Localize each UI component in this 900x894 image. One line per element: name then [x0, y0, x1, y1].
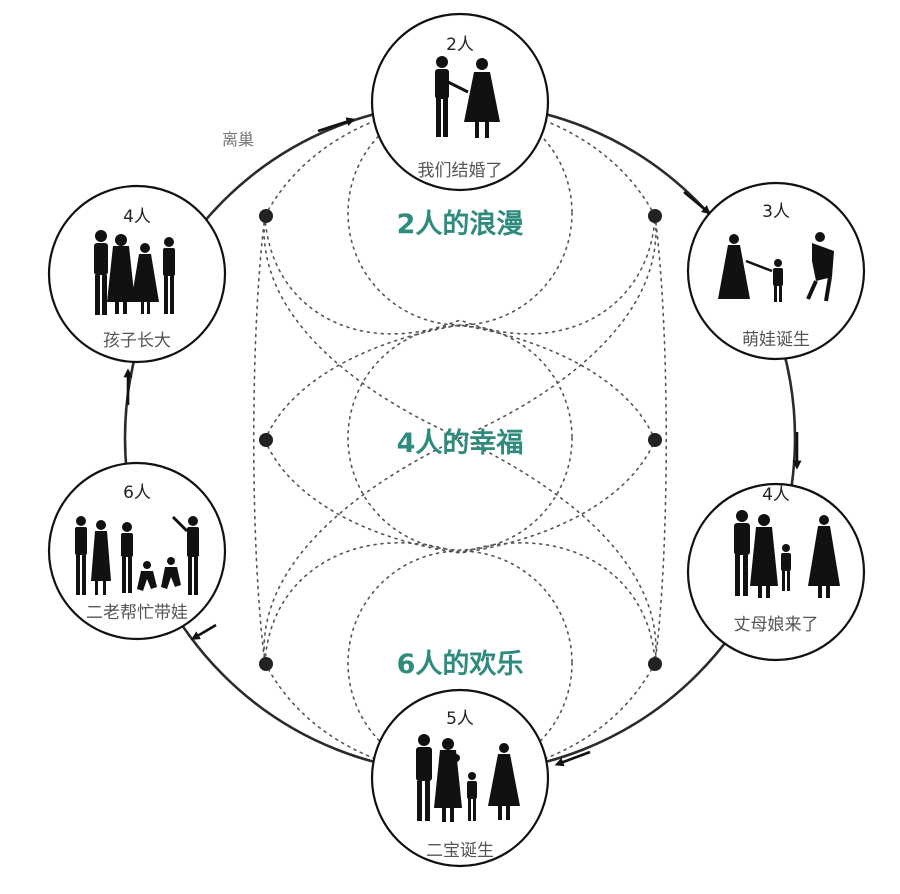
arrow-to-stage-2	[683, 191, 711, 215]
junction-dots	[259, 209, 662, 671]
couple-silhouette-icon	[435, 56, 500, 138]
junction-dot	[259, 657, 273, 671]
stage-count: 5人	[446, 709, 474, 729]
stage-caption: 二宝诞生	[426, 841, 494, 861]
center-label-middle: 4人的幸福	[397, 427, 524, 459]
stage-node-married: 2人 我们结婚了	[370, 12, 550, 192]
junction-dot	[648, 433, 662, 447]
center-label-top: 2人的浪漫	[397, 208, 524, 240]
family-with-mother-in-law-silhouette-icon	[734, 510, 840, 598]
stage-circle	[370, 12, 550, 192]
junction-dot	[259, 209, 273, 223]
stage-node-mother-in-law: 4人 丈母娘来了	[686, 482, 866, 662]
junction-dot	[648, 657, 662, 671]
cycle-arrows	[123, 117, 802, 767]
stage-circle	[47, 461, 227, 641]
family-of-five-silhouette-icon	[416, 734, 520, 822]
stage-node-baby-born: 3人 萌娃诞生	[686, 181, 866, 361]
stage-caption: 二老帮忙带娃	[86, 603, 188, 623]
stage-caption: 我们结婚了	[418, 161, 503, 181]
arrow-to-stage-5	[190, 623, 217, 640]
family-of-three-silhouette-icon	[718, 232, 834, 302]
arrow-to-stage-4	[554, 750, 591, 767]
junction-dot	[648, 209, 662, 223]
stage-node-second-baby: 5人 二宝诞生	[370, 688, 550, 868]
stage-caption: 丈母娘来了	[734, 615, 819, 635]
stage-count: 4人	[123, 207, 151, 227]
family-of-six-silhouette-icon	[75, 515, 199, 595]
stage-caption: 孩子长大	[103, 331, 171, 351]
stage-node-grandparents-help: 6人 二老帮忙带娃	[47, 461, 227, 641]
stage-caption: 萌娃诞生	[742, 330, 810, 350]
stage-count: 4人	[762, 485, 790, 505]
stage-node-children-grown: 4人 孩子长大	[47, 184, 227, 364]
stage-count: 3人	[762, 202, 790, 222]
leave-nest-label: 离巢	[222, 130, 254, 149]
arrow-to-stage-1	[317, 117, 356, 133]
center-label-bottom: 6人的欢乐	[397, 648, 524, 680]
grown-family-silhouette-icon	[94, 230, 175, 315]
junction-dot	[259, 433, 273, 447]
stage-count: 6人	[123, 483, 151, 503]
stage-count: 2人	[446, 35, 474, 55]
stage-circle	[370, 688, 550, 868]
